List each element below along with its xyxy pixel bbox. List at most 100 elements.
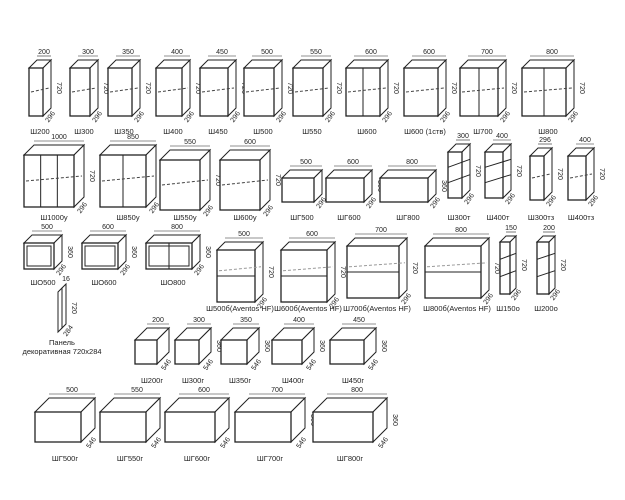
shelf-dashed (161, 179, 209, 186)
width-dim: 600 (306, 231, 318, 238)
width-dim: 500 (261, 49, 273, 56)
cabinet-label: Ш400тз (567, 213, 595, 222)
shelf-dashed (218, 266, 262, 272)
cabinet-side (461, 142, 471, 200)
height-dim: 720 (559, 259, 566, 271)
depth-dim: 296 (77, 201, 89, 215)
cabinet-label: Ш400г (281, 376, 305, 385)
cabinet-label: Ш550у (173, 213, 197, 222)
width-dim: 350 (240, 317, 252, 324)
height-dim: 720 (335, 82, 342, 94)
height-dim: 720 (88, 170, 95, 182)
cabinet-front (271, 339, 303, 365)
cabinet-label: ШГ600 (337, 213, 361, 222)
depth-dim: 546 (368, 358, 380, 372)
shelf-dashed (294, 87, 330, 93)
height-dim: 720 (339, 266, 346, 278)
width-dim: 200 (38, 49, 50, 56)
width-dim: 800 (351, 387, 363, 394)
depth-dim: 546 (251, 358, 263, 372)
panel-label-line2: декоративная 720х284 (22, 347, 102, 356)
width-dim: 300 (457, 133, 469, 140)
cabinet-front (159, 159, 201, 211)
shelf-dashed (157, 87, 189, 93)
cabinet-label: ШГ550г (116, 454, 144, 463)
cabinet-front (34, 411, 82, 443)
width-dim: 400 (171, 49, 183, 56)
cabinet-top (520, 59, 576, 69)
width-dim: 500 (238, 231, 250, 238)
cabinet-side (480, 236, 490, 300)
cabinet-front (164, 411, 216, 443)
cabinet-37: 550360546 (98, 387, 171, 450)
depth-dim: 296 (263, 204, 275, 218)
cabinet-front (99, 411, 147, 443)
width-dim: 600 (198, 387, 210, 394)
open-cavity (84, 245, 116, 267)
height-dim: 360 (204, 246, 211, 258)
cabinet-side (145, 143, 157, 209)
panel-depth-dim: 284 (63, 324, 75, 338)
cabinet-side (181, 58, 191, 118)
cabinet-12: 850720296 (98, 134, 167, 215)
cabinet-side (502, 142, 512, 200)
depth-dim: 546 (220, 436, 232, 450)
width-dim: 500 (41, 224, 53, 231)
height-dim: 720 (286, 82, 293, 94)
height-dim: 360 (215, 340, 222, 352)
cabinet-front (281, 177, 315, 203)
height-dim: 720 (493, 262, 500, 274)
shelf-dashed (71, 87, 97, 93)
cabinet-label: Ш200о (534, 304, 558, 313)
width-dim: 500 (66, 387, 78, 394)
cabinet-label: Ш350г (228, 376, 252, 385)
cabinet-front (403, 67, 439, 117)
cabinet-label: Ш800б(Aventos HF) (423, 304, 491, 313)
cabinet-front (174, 339, 200, 365)
width-dim: 200 (543, 225, 555, 232)
height-dim: 720 (55, 82, 62, 94)
cabinet-4: 450720296 (198, 49, 247, 124)
cabinet-label: Ш400т (486, 213, 510, 222)
cabinet-side (326, 240, 336, 304)
depth-dim: 546 (306, 358, 318, 372)
height-dim: 720 (450, 82, 457, 94)
width-dim: 800 (546, 49, 558, 56)
shelf-line (484, 174, 512, 184)
cabinet-side (509, 234, 517, 296)
height-dim: 720 (411, 262, 418, 274)
cabinet-label: ШГ500 (290, 213, 314, 222)
cabinet-front (499, 241, 511, 295)
cabinet-top (345, 237, 409, 247)
cabinet-top (423, 237, 491, 247)
width-dim: 800 (455, 227, 467, 234)
height-dim: 720 (274, 174, 281, 186)
cabinet-label: Ш700б(Aventos HF) (343, 304, 411, 313)
shelf-dashed (282, 266, 334, 272)
shelf-dashed (569, 173, 593, 179)
height-dim: 360 (391, 414, 398, 426)
shelf-dashed (101, 175, 155, 182)
shelf-line (536, 252, 556, 260)
shelf-dashed (461, 87, 505, 93)
width-dim: 600 (423, 49, 435, 56)
cabinet-side (199, 148, 211, 212)
cabinet-top (279, 241, 337, 251)
cabinet-front (219, 159, 261, 211)
shelf-line (447, 174, 471, 184)
cabinet-front (447, 151, 463, 199)
cabinet-label: Ш600б(Aventos HF) (274, 304, 342, 313)
depth-dim: 296 (203, 204, 215, 218)
